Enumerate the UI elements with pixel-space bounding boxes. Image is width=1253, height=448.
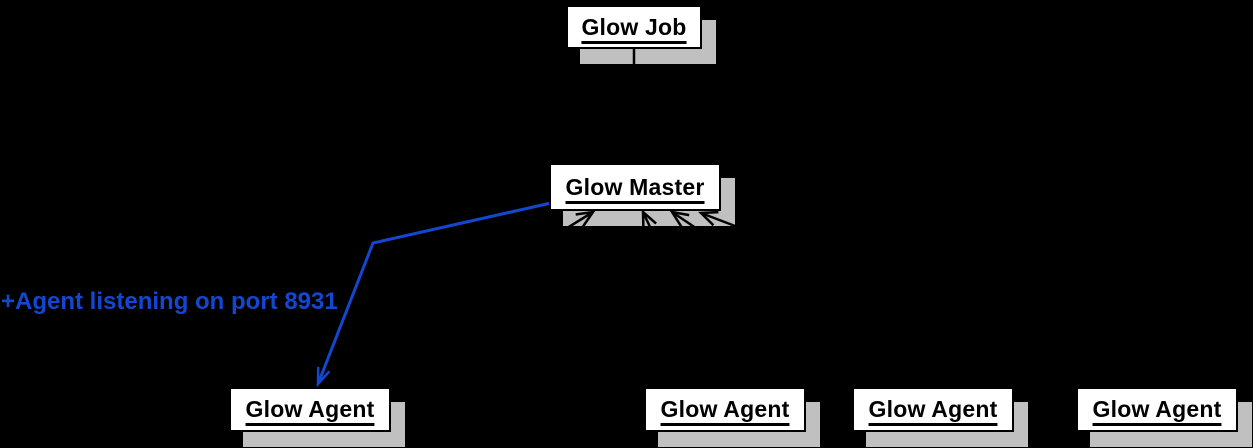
edge-agent2-to-master: [641, 209, 727, 388]
node-glow-agent-4-label: Glow Agent: [1092, 396, 1222, 422]
edge-agent4-to-master: [698, 210, 1158, 389]
node-glow-agent-4: Glow Agent: [1076, 387, 1238, 432]
edge-agent1-to-master: [309, 210, 596, 389]
node-glow-master: Glow Master: [549, 163, 721, 211]
node-glow-agent-3-label: Glow Agent: [868, 396, 998, 422]
edge-master-to-agent1-label: +Agent listening on port 8931: [1, 288, 338, 315]
node-glow-agent-3: Glow Agent: [852, 387, 1014, 432]
node-glow-agent-2: Glow Agent: [644, 387, 806, 432]
node-glow-agent-1-label: Glow Agent: [245, 396, 375, 422]
node-glow-agent-1: Glow Agent: [229, 387, 391, 432]
node-glow-job-label: Glow Job: [581, 13, 687, 40]
edge-master-to-agent1: [316, 201, 552, 388]
node-glow-agent-2-label: Glow Agent: [660, 396, 790, 422]
node-glow-job: Glow Job: [566, 5, 702, 49]
edge-agent3-to-master: [669, 210, 934, 389]
node-glow-master-label: Glow Master: [565, 173, 705, 200]
